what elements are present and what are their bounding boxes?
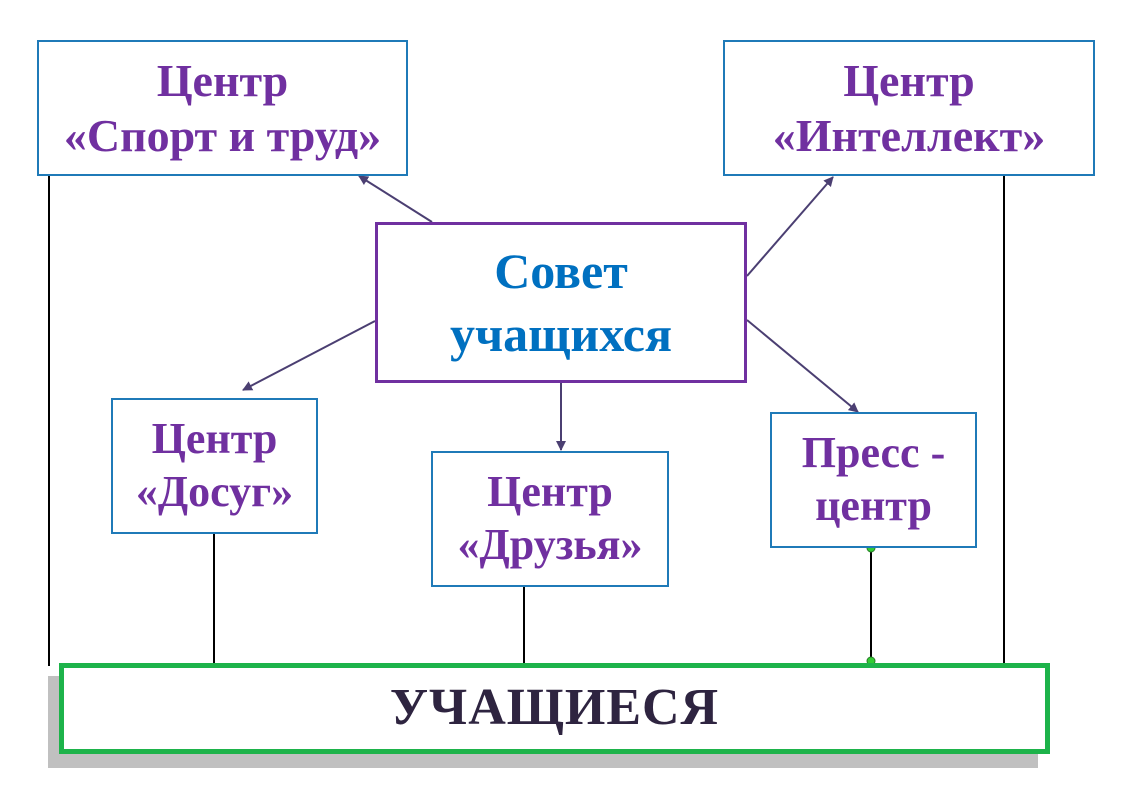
sport-center-line1: Центр [156,54,289,106]
students-box: УЧАЩИЕСЯ [59,663,1050,754]
press-center-box: Пресс - центр [770,412,977,548]
arrow-to-press [746,319,859,413]
council-line1: Совет [494,243,628,299]
intellect-center-line2: «Интеллект» [772,110,1046,161]
leisure-center-line1: Центр [151,414,278,464]
intellect-center-box: Центр «Интеллект» [723,40,1095,176]
arrow-to-sport [358,175,433,223]
council-line2: учащихся [449,305,673,362]
friends-center-line2: «Друзья» [457,520,643,569]
arrow-to-intellect [746,176,834,277]
intellect-center-line1: Центр [843,54,975,106]
leisure-center-line2: «Досуг» [135,467,294,516]
friends-center-line1: Центр [487,467,613,517]
press-center-line1: Пресс - [801,428,946,478]
student-council-box: Совет учащихся [375,222,747,383]
arrow-to-leisure [242,320,376,391]
friends-center-box: Центр «Друзья» [431,451,669,587]
sport-labor-center-box: Центр «Спорт и труд» [37,40,408,176]
students-label: УЧАЩИЕСЯ [389,679,720,737]
leisure-center-box: Центр «Досуг» [111,398,318,534]
sport-center-line2: «Спорт и труд» [63,110,382,161]
press-center-line2: центр [815,481,932,530]
